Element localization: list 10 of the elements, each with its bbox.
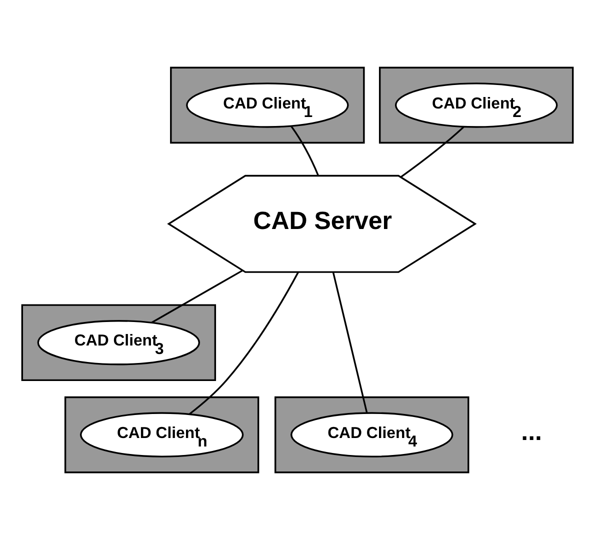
- connector: [188, 271, 299, 415]
- connector: [290, 125, 319, 176]
- cluster: [378, 66, 574, 144]
- cluster: [21, 304, 216, 381]
- connector: [151, 269, 243, 323]
- cluster: [274, 396, 470, 473]
- connector: [400, 126, 464, 178]
- label: ...: [521, 418, 542, 446]
- cluster: [64, 396, 260, 473]
- cluster: [170, 66, 365, 144]
